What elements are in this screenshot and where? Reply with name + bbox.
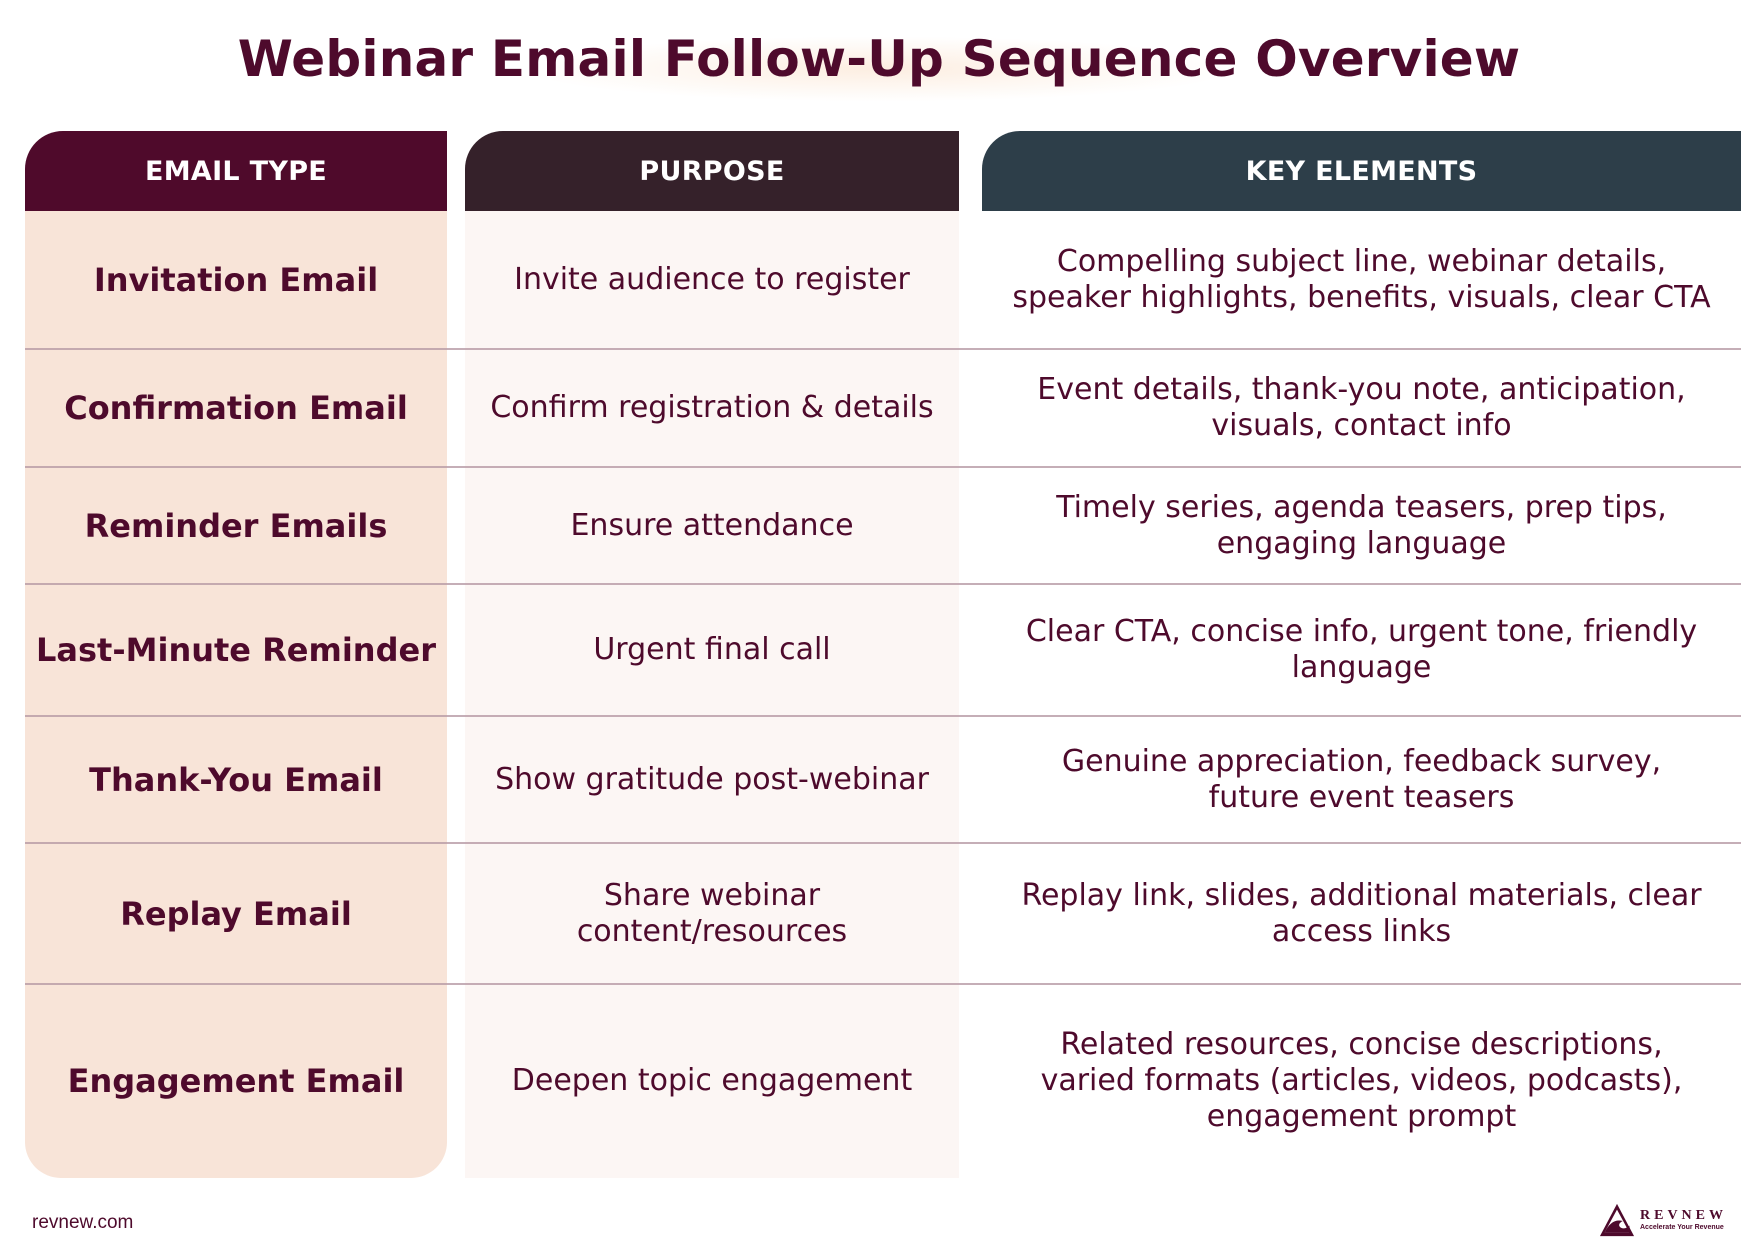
purpose-cell: Confirm registration & details bbox=[490, 390, 934, 425]
purpose-cell: Ensure attendance bbox=[570, 507, 854, 543]
row-divider bbox=[25, 715, 1741, 717]
purpose-cell: Deepen topic engagement bbox=[511, 1063, 913, 1098]
row-divider bbox=[25, 466, 1741, 468]
header-key-elements: KEY ELEMENTS bbox=[982, 131, 1741, 211]
row-divider bbox=[25, 583, 1741, 585]
triangle-wave-icon bbox=[1599, 1203, 1635, 1237]
email-type-cell: Reminder Emails bbox=[84, 506, 388, 545]
brand-logo: REVNEW Accelerate Your Revenue bbox=[1598, 1200, 1738, 1240]
purpose-cell: Urgent final call bbox=[593, 632, 831, 667]
header-email-type: EMAIL TYPE bbox=[25, 131, 447, 211]
logo-name: REVNEW bbox=[1640, 1207, 1728, 1223]
key-elements-cell: Event details, thank-you note, anticipat… bbox=[1037, 372, 1686, 443]
email-type-cell: Invitation Email bbox=[93, 261, 379, 299]
email-type-cell: Last-Minute Reminder bbox=[36, 631, 436, 669]
email-type-cell: Confirmation Email bbox=[64, 389, 408, 427]
key-elements-cell: Replay link, slides, additional material… bbox=[1021, 877, 1702, 949]
email-type-cell: Engagement Email bbox=[67, 1062, 405, 1100]
key-elements-cell: Compelling subject line, webinar details… bbox=[1012, 244, 1711, 315]
logo-tagline: Accelerate Your Revenue bbox=[1640, 1223, 1724, 1231]
key-elements-cell: Timely series, agenda teasers, prep tips… bbox=[1056, 489, 1667, 561]
key-elements-cell: Clear CTA, concise info, urgent tone, fr… bbox=[1025, 614, 1698, 685]
purpose-cell: Invite audience to register bbox=[514, 262, 910, 297]
email-type-cell: Replay Email bbox=[120, 894, 352, 933]
row-divider bbox=[25, 983, 1741, 985]
key-elements-cell: Genuine appreciation, feedback survey, f… bbox=[1061, 743, 1662, 815]
key-elements-cell: Related resources, concise descriptions,… bbox=[1040, 1027, 1683, 1134]
purpose-column-bg bbox=[465, 211, 959, 1178]
header-purpose: PURPOSE bbox=[465, 131, 959, 211]
page-title: Webinar Email Follow-Up Sequence Overvie… bbox=[237, 30, 1521, 88]
email-type-cell: Thank-You Email bbox=[89, 760, 383, 799]
row-divider bbox=[25, 348, 1741, 350]
row-divider bbox=[25, 842, 1741, 844]
title-highlight bbox=[520, 36, 1240, 102]
purpose-cell: Show gratitude post-webinar bbox=[495, 761, 929, 797]
footer-website[interactable]: revnew.com bbox=[32, 1212, 134, 1233]
email-type-column-bg bbox=[25, 211, 447, 1178]
purpose-cell: Share webinar content/resources bbox=[576, 877, 848, 949]
